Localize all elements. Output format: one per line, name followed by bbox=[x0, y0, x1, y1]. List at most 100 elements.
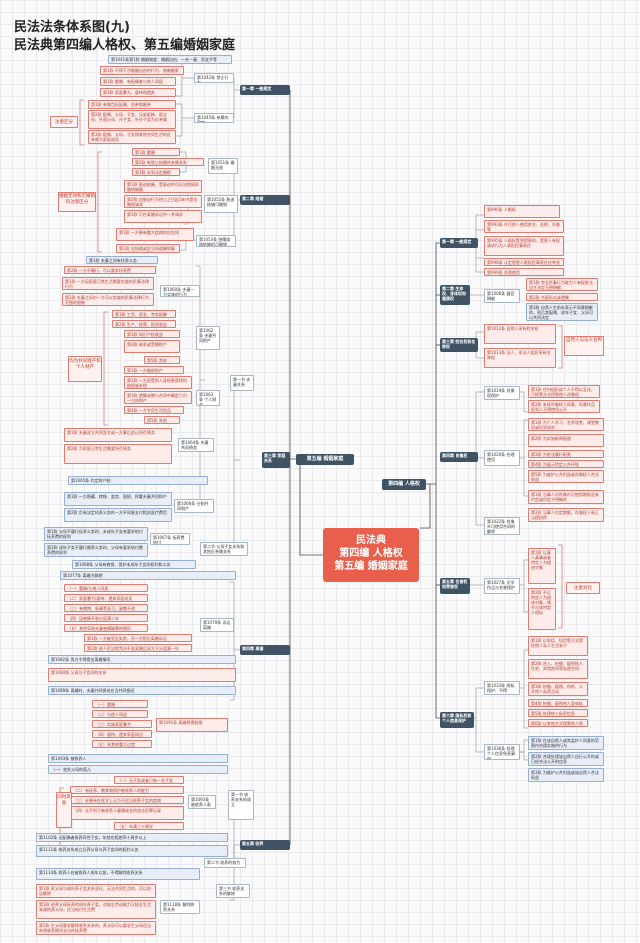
leaf-m3-s[interactable]: 第2款 负有法定扶养义务的一方不同意支付相关医疗费用 bbox=[64, 508, 172, 522]
leaf-m1-g[interactable]: 第3款 配偶、父母、子女和其他共同生活的近亲属为家庭成员 bbox=[88, 130, 176, 144]
leaf-p2-a[interactable]: 第1款 完全民事行为能力人有权依法自主决定无偿捐献 bbox=[526, 278, 598, 291]
leaf-p6-c[interactable]: 第2款 进入、拍摄、窥视他人住宅、宾馆房间等私密空间 bbox=[528, 659, 588, 679]
leaf-m3-l[interactable]: 第3款 遗嘱或赠与合同中确定只归一方的财产 bbox=[124, 391, 192, 404]
chapter-m3[interactable]: 第三章 家庭关系 bbox=[262, 452, 290, 468]
section-adopt-dissolve[interactable]: 第三节 收养关系的解除 bbox=[216, 884, 250, 898]
leaf-m5-m[interactable]: 第1114条 收养人在被收养人成年以前，不得解除收养关系 bbox=[36, 868, 200, 880]
leaf-m3-t[interactable]: 第1款 父母不履行抚养义务时，未成年子女有要求给付抚养费的权利 bbox=[44, 527, 148, 541]
leaf-m5-f[interactable]: （二）有抚养、教育和保护被收养人的能力 bbox=[70, 786, 184, 794]
chapter-p5[interactable]: 第五章 名誉权和荣誉权 bbox=[440, 578, 470, 594]
leaf-p4-j[interactable]: 第2款 当事人约定期限，肖像权人有正当理由的 bbox=[528, 508, 604, 522]
leaf-m1-d[interactable]: 第3款 家庭暴力、虐待和遗弃 bbox=[100, 88, 176, 97]
leaf-p1-c[interactable]: 第993条 许可他人使用姓名、名称、肖像等 bbox=[484, 220, 564, 233]
leaf-p5-c[interactable]: 第2款 不以特定人为描述对象，情节与该特定人相似 bbox=[528, 588, 556, 630]
leaf-m3-o[interactable]: 第1款 夫妻双方共同签名或一方事后追认所负债务 bbox=[64, 428, 172, 442]
leaf-p6-i[interactable]: 第1款 在该自然人或其监护人同意的范围内合理实施的行为 bbox=[528, 736, 604, 750]
leaf-m4-c[interactable]: （二）家庭暴力/虐待、遗弃家庭成员 bbox=[64, 594, 148, 602]
leaf-p6-b[interactable]: 第1款 以电话、短信等方式侵扰他人私人生活安宁 bbox=[528, 636, 588, 656]
leaf-m3-u[interactable]: 第2款 成年子女不履行赡养义务时，父母有要求给付赡养费的权利 bbox=[44, 543, 148, 557]
leaf-p5-b[interactable]: 第1款 以真人真事或者特定人为描述对象 bbox=[528, 548, 556, 584]
leaf-p3-a[interactable]: 第1012条 自然人享有姓名权 bbox=[484, 324, 556, 344]
leaf-m4-d[interactable]: （三）有赌博、吸毒等恶习，屡教不改 bbox=[64, 604, 148, 612]
chapter-p6[interactable]: 第六章 隐私权和个人信息保护 bbox=[440, 712, 474, 728]
leaf-m3-r[interactable]: 第1款 一方隐藏、转移、变卖、毁损、挥霍夫妻共同财产 bbox=[64, 492, 172, 506]
leaf-m2-b[interactable]: 第2款 有禁止结婚的亲属关系 bbox=[132, 158, 204, 166]
leaf-m3-e[interactable]: 第1款 工资、奖金、劳务报酬 bbox=[112, 310, 176, 318]
section-1079[interactable]: 第1079条 诉讼离婚 bbox=[200, 618, 234, 632]
chapter-p2[interactable]: 第二章 生命权、身体权和健康权 bbox=[440, 285, 470, 305]
leaf-p6-f[interactable]: 第5款 处理他人私密信息 bbox=[528, 709, 588, 717]
section-1006[interactable]: 第1006条 器官捐献 bbox=[484, 289, 520, 303]
leaf-m2-e[interactable]: 第2款 自胁迫行为终止之日起1年内提出撤销请求 bbox=[124, 195, 202, 208]
leaf-m2-f[interactable]: 第3款 可在离婚诉讼中一并请求 bbox=[124, 210, 202, 223]
leaf-m2-d[interactable]: 第1款 胁迫结婚、受胁迫的可向法院请求撤销婚姻 bbox=[124, 180, 202, 193]
leaf-p2-c[interactable]: 第3款 自然人生前未表示不同意捐献的，死后其配偶、成年子女、父母可以共同决定 bbox=[526, 303, 598, 321]
section-1019[interactable]: 第1019条 肖像权保护 bbox=[484, 386, 520, 400]
leaf-m5-l[interactable]: 第1111条 收养关系成立后养父母与养子女间的权利义务 bbox=[36, 845, 228, 857]
section-1033[interactable]: 第1033条 隐私保护、不得 bbox=[484, 681, 520, 695]
leaf-m5-k[interactable]: 第1102条 无配偶者收养异性子女，年龄应相差四十周岁以上 bbox=[36, 833, 228, 842]
section-1022[interactable]: 第1022条 肖像许可使用合同的解除 bbox=[484, 517, 520, 535]
leaf-p4-h[interactable]: 第5款 为维护公共利益或肖像权人合法权益 bbox=[528, 470, 604, 483]
leaf-p4-g[interactable]: 第4款 为展示特定公共环境 bbox=[528, 460, 604, 468]
section-1051[interactable]: 第1051条 婚姻无效 bbox=[208, 158, 238, 174]
leaf-m1-f[interactable]: 第2款 配偶、父母、子女、兄弟姐妹、祖父母、外祖父母、孙子女、外孙子女为近亲属 bbox=[88, 110, 176, 129]
leaf-p4-e[interactable]: 第2款 为实施新闻报道 bbox=[528, 434, 604, 447]
leaf-m3-q[interactable]: 第1065条 约定财产制 bbox=[68, 476, 208, 485]
leaf-p1-g[interactable]: 第999条 合理使用 bbox=[484, 268, 564, 276]
section-1045[interactable]: 第1045条 亲属的界定 bbox=[194, 113, 234, 123]
leaf-p4-d[interactable]: 第1款 为个人学习、艺术欣赏、课堂教学或科学研究 bbox=[528, 418, 604, 431]
leaf-m3-d[interactable]: 第2款 夫妻之间对一方可以实施的民事法律行为范围的限制 bbox=[62, 293, 154, 306]
leaf-m4-f[interactable]: （五）其他导致夫妻感情破裂的情形 bbox=[64, 624, 148, 632]
leaf-m5-h[interactable]: （四）无不利于被收养人健康成长的违法犯罪记录 bbox=[70, 806, 184, 820]
chapter-p3[interactable]: 第三章 姓名权和名称权 bbox=[440, 338, 478, 352]
section-adopt-establish[interactable]: 第一节 收养关系的成立 bbox=[228, 790, 254, 820]
section-1027[interactable]: 第1027条 文学作品与名誉保护 bbox=[484, 578, 520, 594]
leaf-p1-f[interactable]: 第998条 认定侵害人格权民事责任应考虑的因素 bbox=[484, 258, 564, 266]
leaf-p4-b[interactable]: 第1款 任何组织或个人不得以丑化、污损等方式侵害他人肖像权 bbox=[528, 385, 600, 398]
leaf-m3-f[interactable]: 第2款 生产、经营、投资收益 bbox=[112, 320, 176, 328]
leaf-m4-g[interactable]: 第1款 一方被宣告失踪，另一方提出离婚诉讼 bbox=[84, 634, 192, 642]
leaf-m4-o[interactable]: （三）实施家庭暴力 bbox=[92, 720, 152, 728]
section-1036[interactable]: 第1036条 处理个人信息免责事由 bbox=[484, 744, 520, 760]
leaf-m4-l[interactable]: 第1089条 离婚时，夫妻共同债务应当共同偿还 bbox=[48, 686, 236, 695]
leaf-m3-n[interactable]: 第5款 其他 bbox=[144, 416, 180, 424]
leaf-m5-o[interactable]: 第1款 经养父母抚养的成年养子女，对缺乏劳动能力又缺乏生活来源的养父母，应当给付… bbox=[36, 900, 156, 919]
leaf-m3-v[interactable]: 第1068条 父母有教育、保护未成年子女的权利和义务 bbox=[72, 560, 196, 569]
leaf-m2-g[interactable]: 第1款 一方患有重大疾病的应告知 bbox=[116, 228, 194, 241]
leaf-m4-p[interactable]: （四）虐待、遗弃家庭成员 bbox=[92, 730, 152, 738]
leaf-m1-e[interactable]: 第1款 亲属包括配偶、血亲和姻亲 bbox=[88, 100, 176, 109]
leaf-m5-b[interactable]: （一）丧失父母的孤儿 bbox=[48, 765, 228, 774]
chapter-m4[interactable]: 第四章 离婚 bbox=[240, 645, 290, 655]
leaf-p6-j[interactable]: 第2款 合理处理该自然人自行公开的或已经合法公开的信息 bbox=[528, 752, 604, 766]
leaf-p6-k[interactable]: 第3款 为维护公共利益或该自然人合法权益 bbox=[528, 768, 604, 782]
leaf-m5-e[interactable]: （一）无子女或者只有一名子女 bbox=[114, 776, 184, 784]
leaf-m5-a[interactable]: 第1093条 被收养人 bbox=[48, 754, 228, 763]
leaf-m3-a[interactable]: 第1款 夫妻之间有扶养义务 bbox=[86, 256, 158, 264]
leaf-m4-j[interactable]: 第1084条 父母与子女间的关系 bbox=[48, 668, 236, 682]
leaf-m3-c[interactable]: 第1款 一方因家庭日常生活需要实施的民事法律行为 bbox=[62, 277, 154, 290]
section-1062[interactable]: 第1062条 夫妻共同财产 bbox=[196, 326, 220, 350]
leaf-p2-b[interactable]: 第2款 书面形式或遗嘱 bbox=[526, 293, 598, 301]
chapter-p4[interactable]: 第四章 肖像权 bbox=[440, 452, 478, 462]
leaf-m4-r[interactable]: 第1091条 离婚损害赔偿 bbox=[156, 718, 228, 732]
leaf-m3-m[interactable]: 第4款 一方专用生活用品 bbox=[124, 406, 184, 414]
leaf-m4-a[interactable]: 第1077条 离婚冷静期 bbox=[60, 571, 236, 580]
chapter-p1[interactable]: 第一章 一般规定 bbox=[440, 238, 478, 248]
leaf-p6-e[interactable]: 第4款 拍摄、窥视他人身体私密部位 bbox=[528, 699, 588, 707]
leaf-p6-g[interactable]: 第6款 以其他方式侵害他人隐私权 bbox=[528, 719, 588, 727]
leaf-m1-b[interactable]: 第1款 不得干涉婚姻自由的行为、借婚姻索取财物 bbox=[100, 66, 184, 75]
leaf-m4-m[interactable]: （一）重婚 bbox=[92, 700, 148, 708]
leaf-m4-i[interactable]: 第1082条 男方不得提出离婚情形 bbox=[48, 655, 236, 664]
hub-marriage[interactable]: 第五编 婚姻家庭 bbox=[296, 454, 354, 465]
section-1067[interactable]: 第1067条 抚养费给付 bbox=[150, 533, 190, 545]
leaf-p3-b[interactable]: 第1013条 法人、非法人组织享有名称权 bbox=[484, 348, 556, 368]
leaf-m4-q[interactable]: （五）有其他重大过错 bbox=[92, 740, 152, 748]
leaf-m3-b[interactable]: 第2款 一方不履行，可以要求扶养费 bbox=[64, 266, 156, 274]
leaf-m1-c[interactable]: 第1款 重婚、有配偶者与他人同居 bbox=[100, 77, 176, 86]
leaf-m2-a[interactable]: 第1款 重婚 bbox=[132, 148, 180, 156]
section-1060[interactable]: 第1060条 夫妻一方实施的行为 bbox=[160, 285, 200, 297]
section-other-relatives[interactable]: 第二节 父母子女关系和其他近亲属关系 bbox=[200, 542, 248, 556]
leaf-m2-h[interactable]: 第2款 自知道或应当知道撤销事由之日起1年内提出 bbox=[116, 244, 180, 253]
leaf-p6-d[interactable]: 第3款 拍摄、窥视、窃听、公开他人私密活动 bbox=[528, 682, 588, 696]
